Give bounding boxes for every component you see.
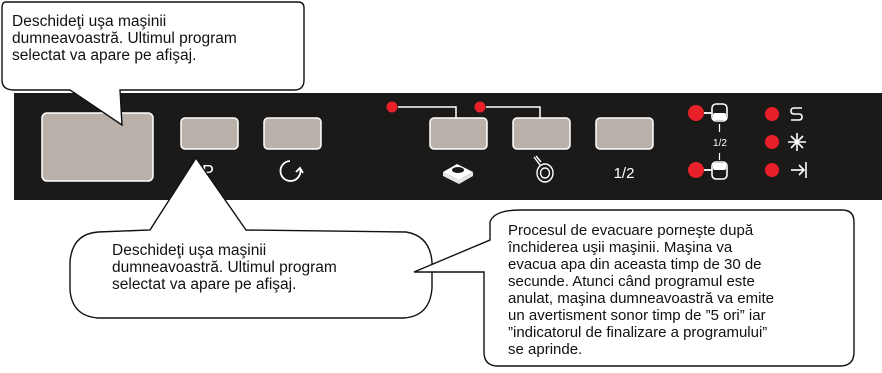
- tablet-option-button[interactable]: [429, 117, 488, 150]
- tablet-icon: [443, 164, 473, 184]
- program-button[interactable]: [180, 117, 239, 150]
- half-load-label: 1/2: [614, 165, 635, 182]
- half-load-button[interactable]: [595, 117, 654, 150]
- intensive-option-button[interactable]: [512, 117, 571, 150]
- lower-basket-icon: [688, 153, 728, 180]
- callout-top-left-text: Deschideţi uşa maşinii dumneavoastră. Ul…: [12, 13, 237, 64]
- start-rotate-icon: [279, 160, 304, 182]
- intensive-indicator: [474, 101, 541, 118]
- callout-bottom-left-text: Deschideţi uşa maşinii dumneavoastră. Ul…: [112, 242, 337, 293]
- tablet-indicator: [386, 101, 457, 118]
- callout-bottom-right: [413, 209, 855, 367]
- program-end-icon: [765, 162, 807, 178]
- salt-icon: [765, 107, 803, 121]
- start-button[interactable]: [263, 117, 322, 150]
- display-window: [41, 112, 154, 182]
- rinse-aid-icon: [765, 133, 806, 151]
- callout-bottom-left: [69, 156, 433, 319]
- upper-basket-icon: [688, 103, 728, 132]
- callout-bottom-right-text: Procesul de evacuare porneşte după închi…: [508, 222, 774, 358]
- half-load-basket-label: 1/2: [713, 138, 727, 149]
- callout-top-left: [1, 1, 305, 127]
- plate-brush-icon: [533, 155, 554, 183]
